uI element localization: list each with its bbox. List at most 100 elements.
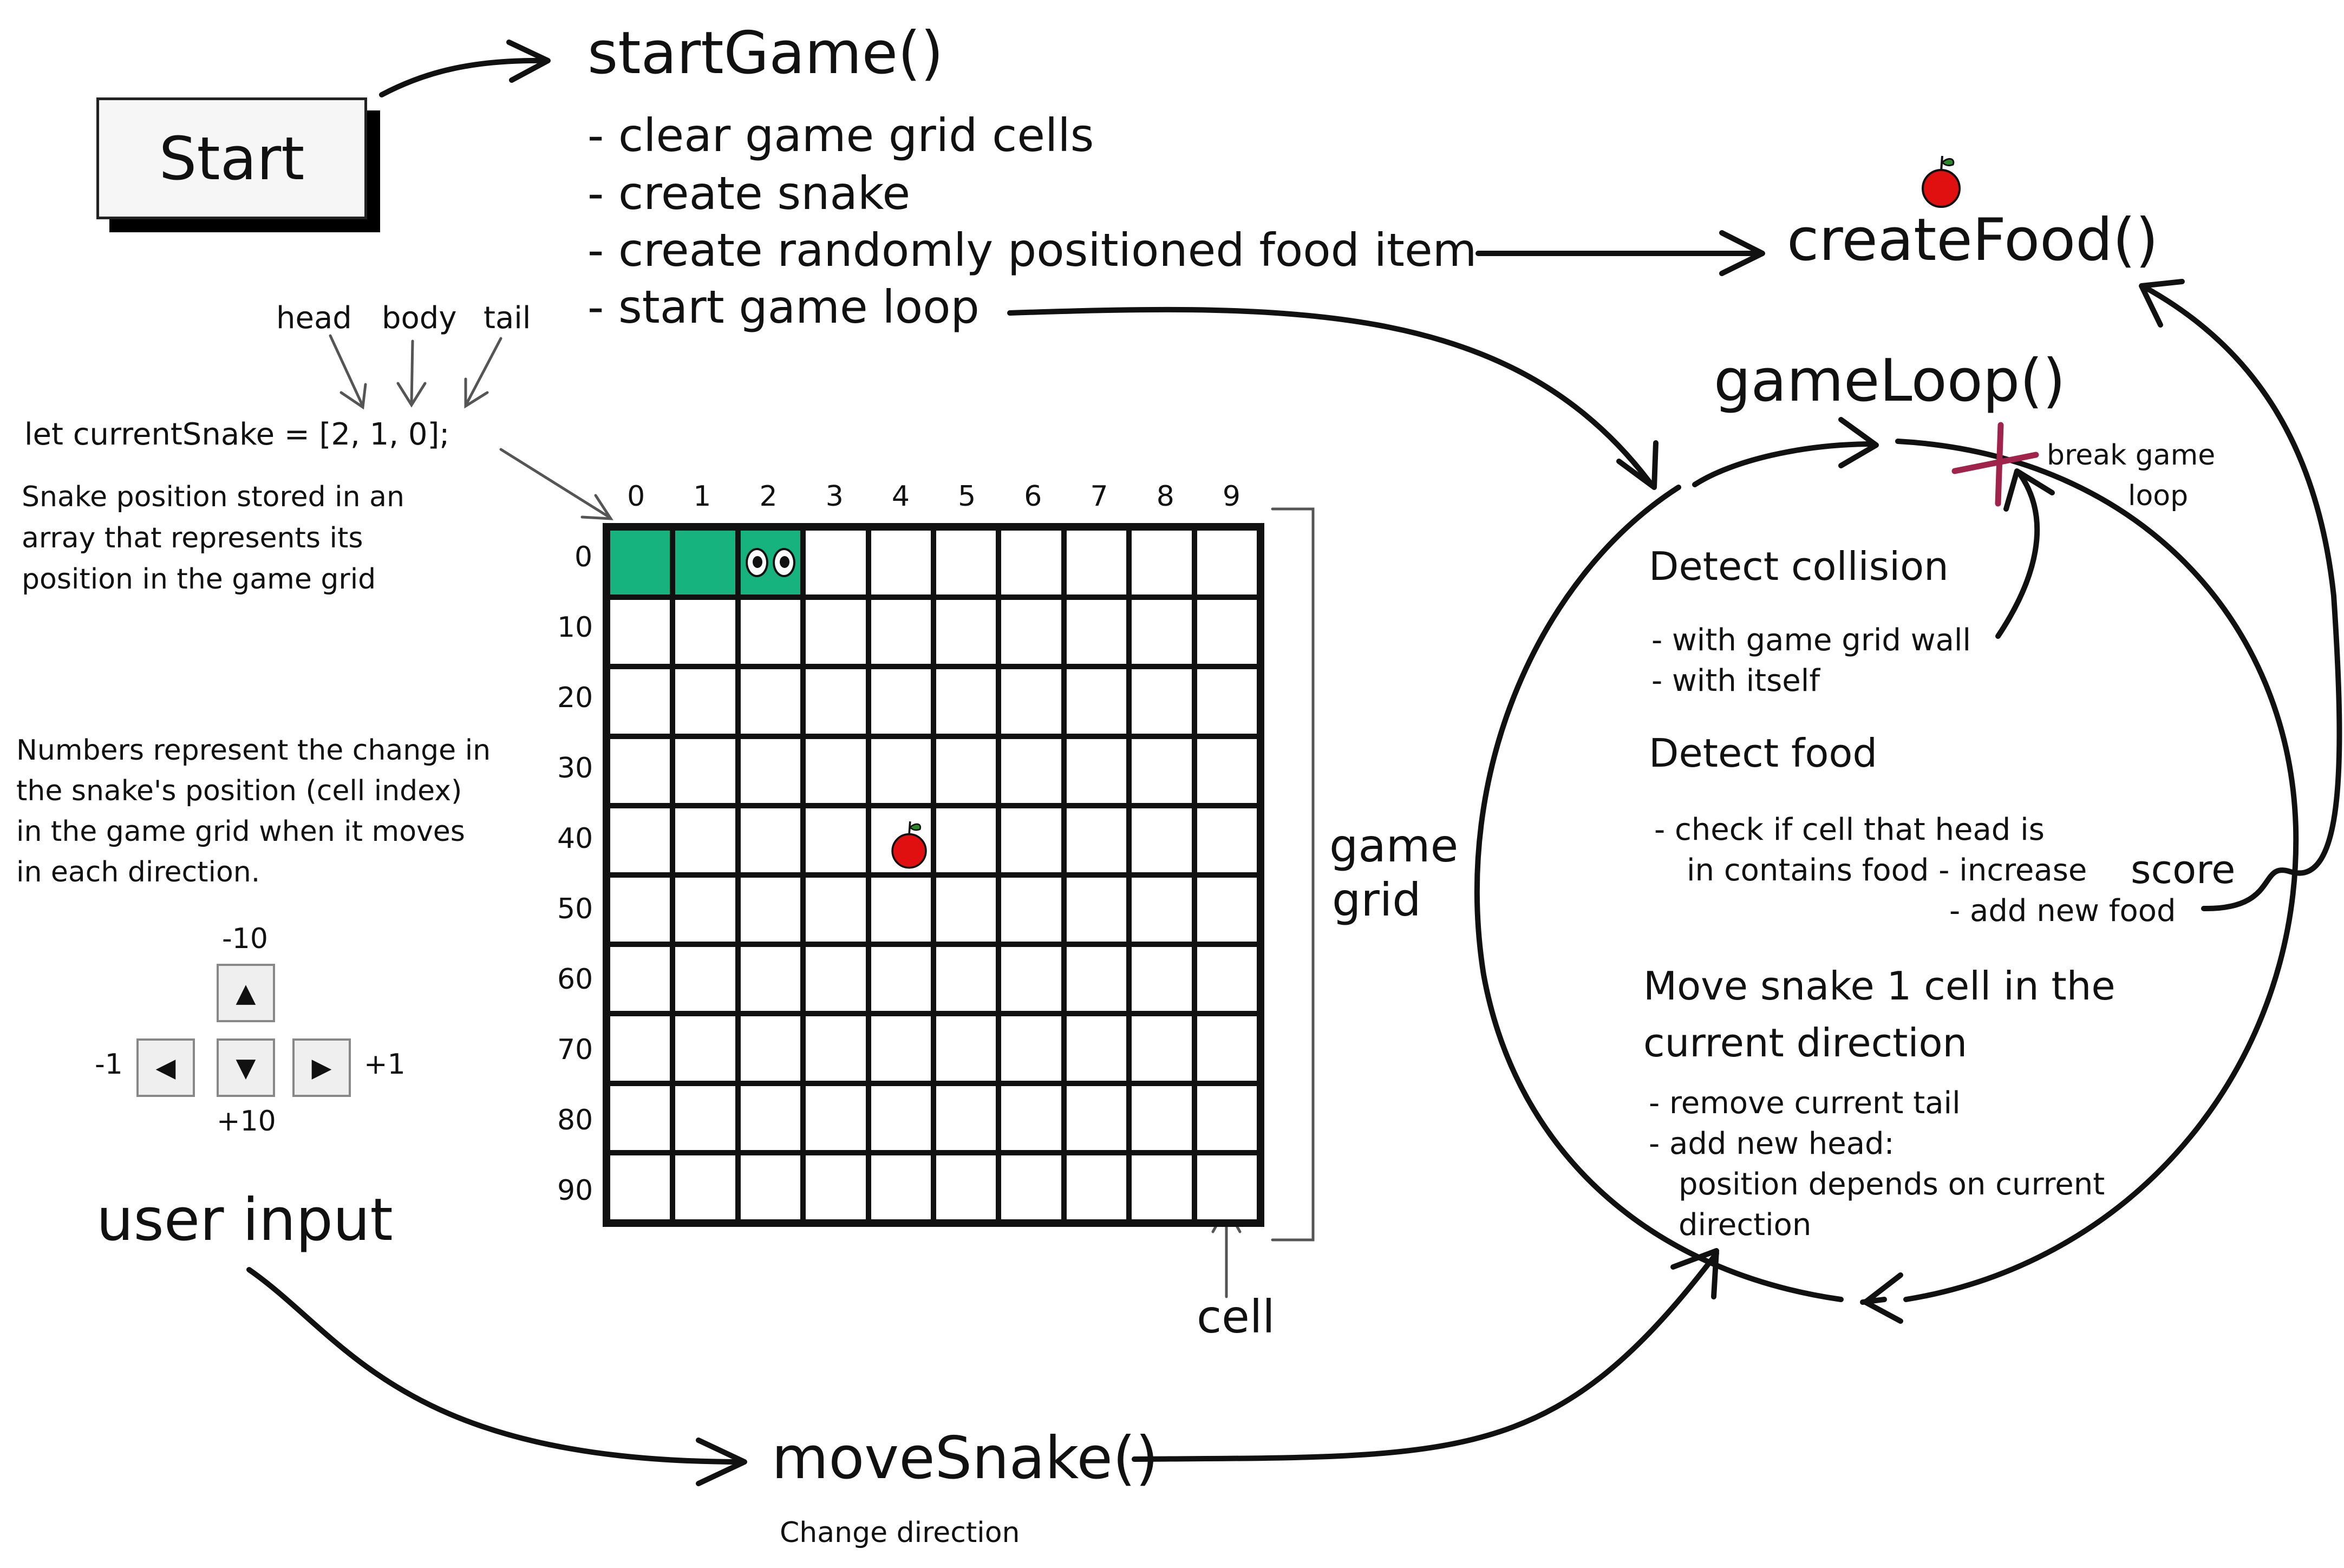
grid-cell [737,736,804,806]
snake-body-cell [608,528,673,598]
break-label-2: loop [2128,480,2189,512]
grid-cell [933,1152,999,1222]
grid-cell [998,597,1064,667]
break-label-1: break game [2047,439,2216,472]
grid-cell [933,597,999,667]
arrow-up-button[interactable]: ▲ [217,964,275,1022]
grid-cell [868,528,933,598]
grid-column-label: 1 [693,480,711,513]
arrow-movesnake-to-loop [1132,1251,1719,1462]
grid-column-label: 6 [1024,480,1042,513]
arrow-right-button[interactable]: ▶ [292,1038,351,1097]
dir-right-value: +1 [364,1048,406,1081]
arrow-to-gameloop [1007,306,1654,487]
grid-cell [608,736,673,806]
grid-cell [933,736,999,806]
move-title-2: current direction [1643,1020,1968,1066]
grid-cell [998,1152,1064,1222]
arrow-input-to-movesnake [246,1267,745,1465]
arrow-right-icon: ▶ [311,1053,332,1083]
grid-cell [803,597,869,667]
grid-cell [998,944,1064,1014]
grid-cell [933,667,999,736]
dir-up-value: -10 [222,923,268,955]
arrow-tail-label [465,337,502,405]
arrow-down-button[interactable]: ▼ [217,1038,275,1097]
grid-cell [1129,1014,1194,1083]
grid-cell [933,528,999,598]
step-create-snake: - create snake [587,167,911,220]
grid-cell [1194,944,1259,1014]
grid-cell [1063,944,1129,1014]
grid-cell [608,1152,673,1222]
grid-cell [933,1014,999,1083]
grid-cell [608,1083,673,1153]
grid-cell [1063,736,1129,806]
grid-cell [868,1152,933,1222]
arrow-down-icon: ▼ [236,1053,256,1083]
arrow-up-icon: ▲ [236,978,256,1008]
move-snake-function: moveSnake() [772,1425,1159,1492]
start-button[interactable]: Start [96,97,367,219]
grid-cell [672,874,738,945]
grid-row-label: 10 [557,611,593,644]
grid-cell [1129,528,1194,598]
food-cell [868,805,933,875]
grid-cell [1063,528,1129,598]
grid-row-label: 20 [557,682,593,714]
grid-cell [672,1014,738,1083]
grid-cell [1063,597,1129,667]
snake-body-cell [672,528,738,598]
start-game-function: startGame() [587,19,944,87]
grid-cell [737,1014,804,1083]
arrow-left-button[interactable]: ◀ [136,1038,195,1097]
grid-cell [998,874,1064,945]
collision-wall: - with game grid wall [1651,623,1971,658]
snake-note-3: position in the game grid [22,563,376,596]
grid-cell [1129,667,1194,736]
grid-cell [803,1152,869,1222]
game-grid-label-2: grid [1332,873,1421,926]
grid-cell [672,1152,738,1222]
grid-cell [933,805,999,875]
grid-cell [998,1083,1064,1153]
grid-cell [868,874,933,945]
grid-cell [608,805,673,875]
grid-cell [1129,736,1194,806]
grid-row-label: 40 [557,822,593,855]
grid-column-label: 4 [891,480,910,513]
grid-cell [803,736,869,806]
dir-left-value: -1 [95,1048,123,1081]
grid-cell [1129,944,1194,1014]
grid-cell [737,944,804,1014]
grid-cell [1129,1083,1194,1153]
grid-cell [1129,805,1194,875]
grid-cell [1129,597,1194,667]
cell-label: cell [1197,1290,1275,1343]
grid-cell [737,667,804,736]
grid-cell [1194,597,1259,667]
grid-cell [1194,874,1259,945]
grid-cell [672,736,738,806]
grid-cell [608,1014,673,1083]
grid-cell [803,805,869,875]
grid-cell [803,1014,869,1083]
numbers-note-1: Numbers represent the change in [16,734,491,767]
grid-cell [1063,1152,1129,1222]
grid-cell [1194,1152,1259,1222]
move-position: position depends on current [1679,1167,2105,1202]
grid-cell [868,667,933,736]
arrow-code-to-grid [499,448,611,519]
grid-cell [1194,1083,1259,1153]
grid-column-label: 7 [1090,480,1108,513]
arrow-start-to-startgame [379,57,550,97]
game-grid-bracket [1271,507,1315,1242]
step-create-food: - create randomly positioned food item [587,224,1477,277]
food-contains: in contains food - increase [1687,853,2087,888]
grid-row-label: 70 [557,1034,593,1066]
grid-cell [608,597,673,667]
grid-cell [933,944,999,1014]
grid-cell [608,874,673,945]
grid-cell [1063,805,1129,875]
